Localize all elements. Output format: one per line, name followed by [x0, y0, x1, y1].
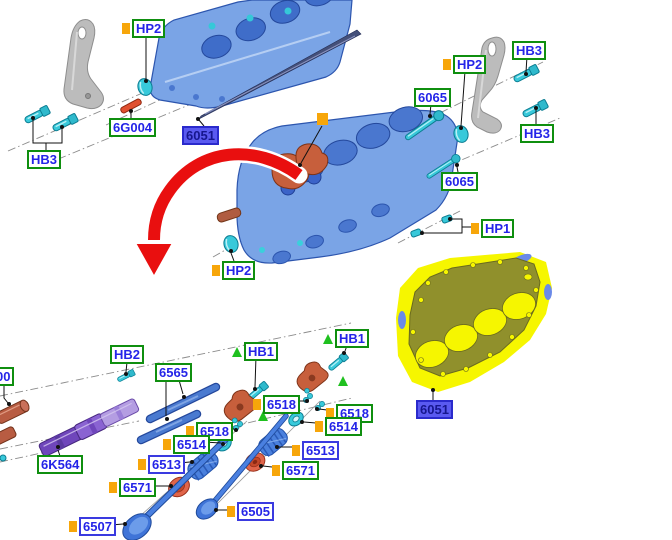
rods-6565 — [136, 382, 221, 445]
part-label: HP2 — [453, 55, 487, 74]
orange-square-icon — [186, 426, 194, 437]
orange-square-icon — [471, 223, 479, 234]
valve-group-left — [122, 421, 243, 540]
callout-6051-bottom-selected[interactable]: 6051 — [416, 400, 453, 419]
part-label: 6505 — [237, 502, 274, 521]
orange-square-icon — [292, 445, 300, 456]
callout-6571-right[interactable]: 6571 — [272, 461, 319, 480]
orange-square-icon — [227, 506, 235, 517]
part-label: HP2 — [222, 261, 256, 280]
callout-6065-upper[interactable]: 6065 — [414, 88, 451, 107]
part-label: 6513 — [148, 455, 185, 474]
valve-group-right — [195, 393, 325, 520]
part-label: 00 — [0, 367, 15, 386]
part-label: 6507 — [79, 517, 116, 536]
part-label: 6051 — [416, 400, 453, 419]
green-triangle-icon — [232, 346, 242, 357]
bracket-left — [63, 19, 104, 110]
parts-brown-left — [0, 399, 30, 462]
callout-6518-right-a[interactable]: 6518 — [253, 395, 300, 414]
orange-square-icon — [109, 482, 117, 493]
part-label: 6065 — [441, 172, 478, 191]
callout-hp1[interactable]: HP1 — [471, 219, 515, 238]
part-label: 6514 — [173, 435, 210, 454]
orange-square-icon — [317, 113, 328, 125]
part-label: 6571 — [119, 478, 156, 497]
part-label: 6565 — [155, 363, 192, 382]
part-label: 6514 — [325, 417, 362, 436]
part-label: 6571 — [282, 461, 319, 480]
orange-square-icon — [138, 459, 146, 470]
callout-hp2-top-right[interactable]: HP2 — [443, 55, 487, 74]
part-label: HB1 — [335, 329, 370, 348]
orange-square-icon — [69, 521, 77, 532]
part-label: HB3 — [520, 124, 555, 143]
orange-square-icon — [326, 408, 334, 419]
callout-6514-right[interactable]: 6514 — [315, 417, 362, 436]
callout-hb1-left[interactable]: HB1 — [232, 342, 279, 361]
rocker-arm-right — [290, 357, 332, 396]
orange-marker-standalone — [317, 113, 328, 125]
callout-hp2-middle[interactable]: HP2 — [212, 261, 256, 280]
callout-6571-left[interactable]: 6571 — [109, 478, 156, 497]
orange-square-icon — [443, 59, 451, 70]
callout-6k564[interactable]: 6K564 — [37, 455, 84, 474]
callout-6518-right-b[interactable]: 6518 — [326, 404, 373, 423]
callout-hb3-left[interactable]: HB3 — [27, 150, 62, 169]
orange-square-icon — [163, 439, 171, 450]
green-marker-rocker-left — [258, 411, 268, 421]
callout-hb3-right-lower[interactable]: HB3 — [520, 124, 555, 143]
callout-6507[interactable]: 6507 — [69, 517, 116, 536]
bracket-right — [471, 36, 506, 134]
part-label: HP2 — [132, 19, 166, 38]
part-label: 6065 — [414, 88, 451, 107]
green-triangle-icon — [258, 411, 268, 421]
callout-6514-left[interactable]: 6514 — [163, 435, 210, 454]
callout-hb1-right[interactable]: HB1 — [323, 329, 370, 348]
part-label: HB1 — [244, 342, 279, 361]
callout-hb2[interactable]: HB2 — [110, 345, 145, 364]
callout-hp2-top-left[interactable]: HP2 — [122, 19, 166, 38]
orange-square-icon — [315, 421, 323, 432]
part-label: HB3 — [27, 150, 62, 169]
callout-6500-cutoff[interactable]: 00 — [0, 367, 15, 386]
callout-6513-left[interactable]: 6513 — [138, 455, 185, 474]
cylinder-head-upper — [149, 0, 353, 109]
green-triangle-icon — [323, 333, 333, 344]
leader-dots — [7, 72, 538, 526]
green-marker-rocker — [338, 376, 348, 386]
part-label: HB3 — [512, 41, 547, 60]
callout-6065-lower[interactable]: 6065 — [441, 172, 478, 191]
orange-square-icon — [122, 23, 130, 34]
callout-6505[interactable]: 6505 — [227, 502, 274, 521]
part-6g004 — [120, 98, 142, 114]
callout-6g004[interactable]: 6G004 — [109, 118, 157, 137]
camshaft-purple — [38, 398, 140, 457]
callout-hb3-right-upper[interactable]: HB3 — [512, 41, 547, 60]
orange-square-icon — [272, 465, 280, 476]
part-label: 6K564 — [37, 455, 84, 474]
orange-square-icon — [253, 399, 261, 410]
callout-6565[interactable]: 6565 — [155, 363, 192, 382]
head-gasket-highlighted — [396, 252, 552, 392]
part-label: 6513 — [302, 441, 339, 460]
part-label: 6518 — [263, 395, 300, 414]
head-gasket-edge-view — [198, 29, 362, 120]
part-label: 6051 — [182, 126, 219, 145]
green-triangle-icon — [338, 376, 348, 386]
orange-square-icon — [212, 265, 220, 276]
part-label: HP1 — [481, 219, 515, 238]
part-label: HB2 — [110, 345, 145, 364]
red-arrow — [133, 145, 308, 280]
callout-6513-right[interactable]: 6513 — [292, 441, 339, 460]
part-label: 6G004 — [109, 118, 157, 137]
callout-6051-top-selected[interactable]: 6051 — [182, 126, 219, 145]
